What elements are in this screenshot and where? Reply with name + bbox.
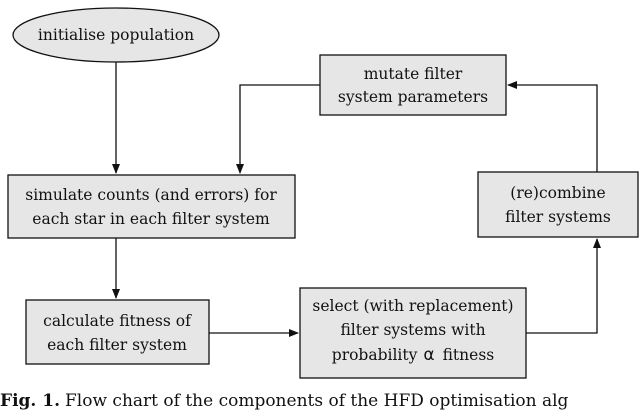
figure-caption: Fig. 1. Flow chart of the components of t… bbox=[0, 391, 569, 410]
arrow-recombine-to-mutate bbox=[507, 81, 598, 172]
node-initialise-population: initialise population bbox=[12, 7, 220, 63]
node-calculate-fitness: calculate fitness of each filter system bbox=[25, 299, 210, 365]
node-simulate-line2: each star in each filter system bbox=[32, 210, 270, 228]
node-select-line3-suffix: fitness bbox=[443, 346, 495, 364]
node-select-line3: probability α fitness bbox=[332, 345, 495, 365]
node-select: select (with replacement) filter systems… bbox=[299, 287, 527, 379]
node-simulate-line1: simulate counts (and errors) for bbox=[25, 186, 277, 204]
node-select-line2: filter systems with bbox=[340, 321, 485, 339]
node-simulate-box bbox=[7, 174, 296, 239]
node-initialise-label: initialise population bbox=[38, 26, 194, 44]
node-recombine: (re)combine filter systems bbox=[477, 171, 639, 238]
node-select-line3-prefix: probability bbox=[332, 346, 418, 364]
node-mutate-box bbox=[319, 54, 507, 116]
alpha-symbol: α bbox=[423, 345, 434, 365]
node-mutate-line1: mutate filter bbox=[364, 65, 463, 83]
node-mutate-line2: system parameters bbox=[338, 88, 488, 106]
node-recombine-box bbox=[477, 171, 639, 238]
node-simulate: simulate counts (and errors) for each st… bbox=[7, 174, 296, 239]
node-fitness-line2: each filter system bbox=[47, 336, 187, 354]
caption-text: Flow chart of the components of the HFD … bbox=[65, 391, 569, 410]
node-recombine-line1: (re)combine bbox=[510, 184, 605, 202]
node-mutate: mutate filter system parameters bbox=[319, 54, 507, 116]
node-fitness-line1: calculate fitness of bbox=[43, 312, 192, 330]
connectors bbox=[112, 62, 601, 337]
caption-label: Fig. 1. bbox=[0, 391, 60, 410]
caption-line: Fig. 1. Flow chart of the components of t… bbox=[0, 391, 569, 410]
node-select-line1: select (with replacement) bbox=[312, 297, 513, 315]
node-select-box bbox=[299, 287, 527, 379]
arrow-mutate-to-simulate bbox=[236, 84, 320, 174]
node-fitness-box bbox=[25, 299, 210, 365]
arrow-select-to-recombine bbox=[526, 238, 601, 334]
node-recombine-line2: filter systems bbox=[505, 208, 611, 226]
